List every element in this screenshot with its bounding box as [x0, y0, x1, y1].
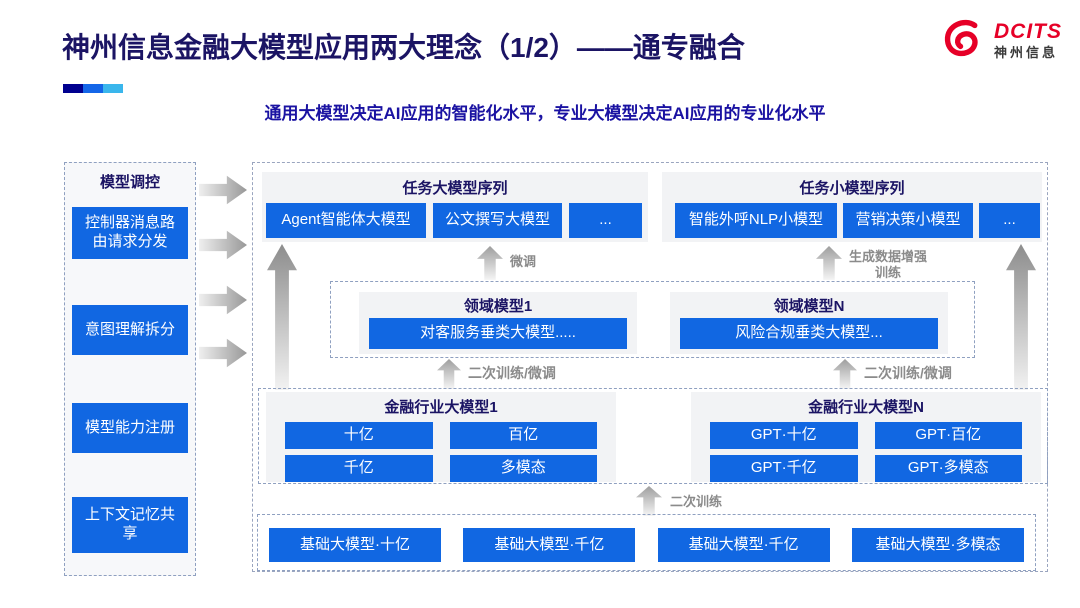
- sidebar-item-router: 控制器消息路由请求分发: [72, 207, 188, 259]
- arrow-right-icon: [199, 230, 247, 260]
- slide-subtitle: 通用大模型决定AI应用的智能化水平，专业大模型决定AI应用的专业化水平: [264, 104, 826, 123]
- industry-model-container: 金融行业大模型1 十亿 百亿 千亿 多模态 金融行业大模型N GPT·十亿 GP…: [258, 388, 1048, 484]
- base-model-box-multimodal: 基础大模型·多模态: [851, 528, 1024, 562]
- model-box-ellipsis: ...: [569, 203, 642, 238]
- domain-model-n-panel: 领域模型N 风险合规垂类大模型...: [670, 292, 948, 354]
- gen-data-train-label: 生成数据增强训练: [848, 249, 927, 281]
- model-box-ellipsis: ...: [979, 203, 1040, 238]
- retrain-label: 二次训练: [670, 494, 723, 509]
- arrow-right-icon: [199, 338, 247, 368]
- model-box-document-writing: 公文撰写大模型: [433, 203, 562, 238]
- sidebar-item-context: 上下文记忆共享: [72, 497, 188, 553]
- scale-box-gpt-hundred-billion: GPT·千亿: [710, 455, 858, 482]
- model-control-panel: 模型调控 控制器消息路由请求分发 意图理解拆分 模型能力注册 上下文记忆共享: [64, 162, 196, 576]
- brand-logo: DCITS 神州信息: [936, 16, 1062, 65]
- scale-box-ten-billion: 百亿: [449, 422, 597, 449]
- model-box-agent: Agent智能体大模型: [266, 203, 426, 238]
- diagram-frame: [252, 162, 1048, 572]
- task-large-model-panel: 任务大模型序列 Agent智能体大模型 公文撰写大模型 ...: [262, 172, 648, 242]
- base-model-container: 基础大模型·十亿 基础大模型·千亿 基础大模型·千亿 基础大模型·多模态: [257, 514, 1036, 571]
- brand-name-cn: 神州信息: [994, 45, 1059, 61]
- panel-title: 领域模型1: [463, 298, 533, 315]
- model-box-marketing: 营销决策小模型: [843, 203, 973, 238]
- industry-model-1-panel: 金融行业大模型1 十亿 百亿 千亿 多模态: [266, 392, 616, 482]
- panel-title: 领域模型N: [773, 298, 845, 315]
- dcits-swirl-icon: [936, 16, 988, 65]
- panel-title: 任务大模型序列: [402, 180, 508, 197]
- scale-box-gpt-billion: GPT·十亿: [710, 422, 858, 449]
- scale-box-billion: 十亿: [285, 422, 433, 449]
- retrain-finetune-label: 二次训练/微调: [468, 365, 556, 381]
- sidebar-title: 模型调控: [99, 174, 160, 191]
- arrow-right-icon: [199, 175, 247, 205]
- arrow-right-icon: [199, 285, 247, 315]
- scale-box-gpt-multimodal: GPT·多模态: [874, 455, 1022, 482]
- panel-title: 任务小模型序列: [799, 180, 905, 197]
- model-box-risk-compliance: 风险合规垂类大模型...: [680, 318, 938, 349]
- sidebar-item-register: 模型能力注册: [72, 403, 188, 453]
- base-model-box-hundred-billion-2: 基础大模型·千亿: [657, 528, 830, 562]
- scale-box-multimodal: 多模态: [449, 455, 597, 482]
- retrain-finetune-label: 二次训练/微调: [864, 365, 952, 381]
- sidebar-item-intent: 意图理解拆分: [72, 305, 188, 355]
- model-box-customer-service: 对客服务垂类大模型.....: [369, 318, 627, 349]
- base-model-box-hundred-billion-1: 基础大模型·千亿: [463, 528, 636, 562]
- page-title: 神州信息金融大模型应用两大理念（1/2）——通专融合: [62, 32, 745, 63]
- scale-box-hundred-billion: 千亿: [285, 455, 433, 482]
- industry-model-n-panel: 金融行业大模型N GPT·十亿 GPT·百亿 GPT·千亿 GPT·多模态: [691, 392, 1041, 482]
- task-small-model-panel: 任务小模型序列 智能外呼NLP小模型 营销决策小模型 ...: [662, 172, 1042, 242]
- base-model-box-billion: 基础大模型·十亿: [269, 528, 441, 562]
- scale-box-gpt-ten-billion: GPT·百亿: [874, 422, 1022, 449]
- domain-model-1-panel: 领域模型1 对客服务垂类大模型.....: [359, 292, 637, 354]
- brand-name: DCITS: [994, 20, 1062, 44]
- title-accent-bar: [63, 84, 123, 93]
- model-box-outbound-nlp: 智能外呼NLP小模型: [675, 203, 837, 238]
- panel-title: 金融行业大模型1: [384, 399, 498, 416]
- fine-tune-label: 微调: [510, 254, 537, 269]
- panel-title: 金融行业大模型N: [808, 399, 924, 416]
- domain-model-container: 领域模型1 对客服务垂类大模型..... 领域模型N 风险合规垂类大模型...: [330, 281, 975, 358]
